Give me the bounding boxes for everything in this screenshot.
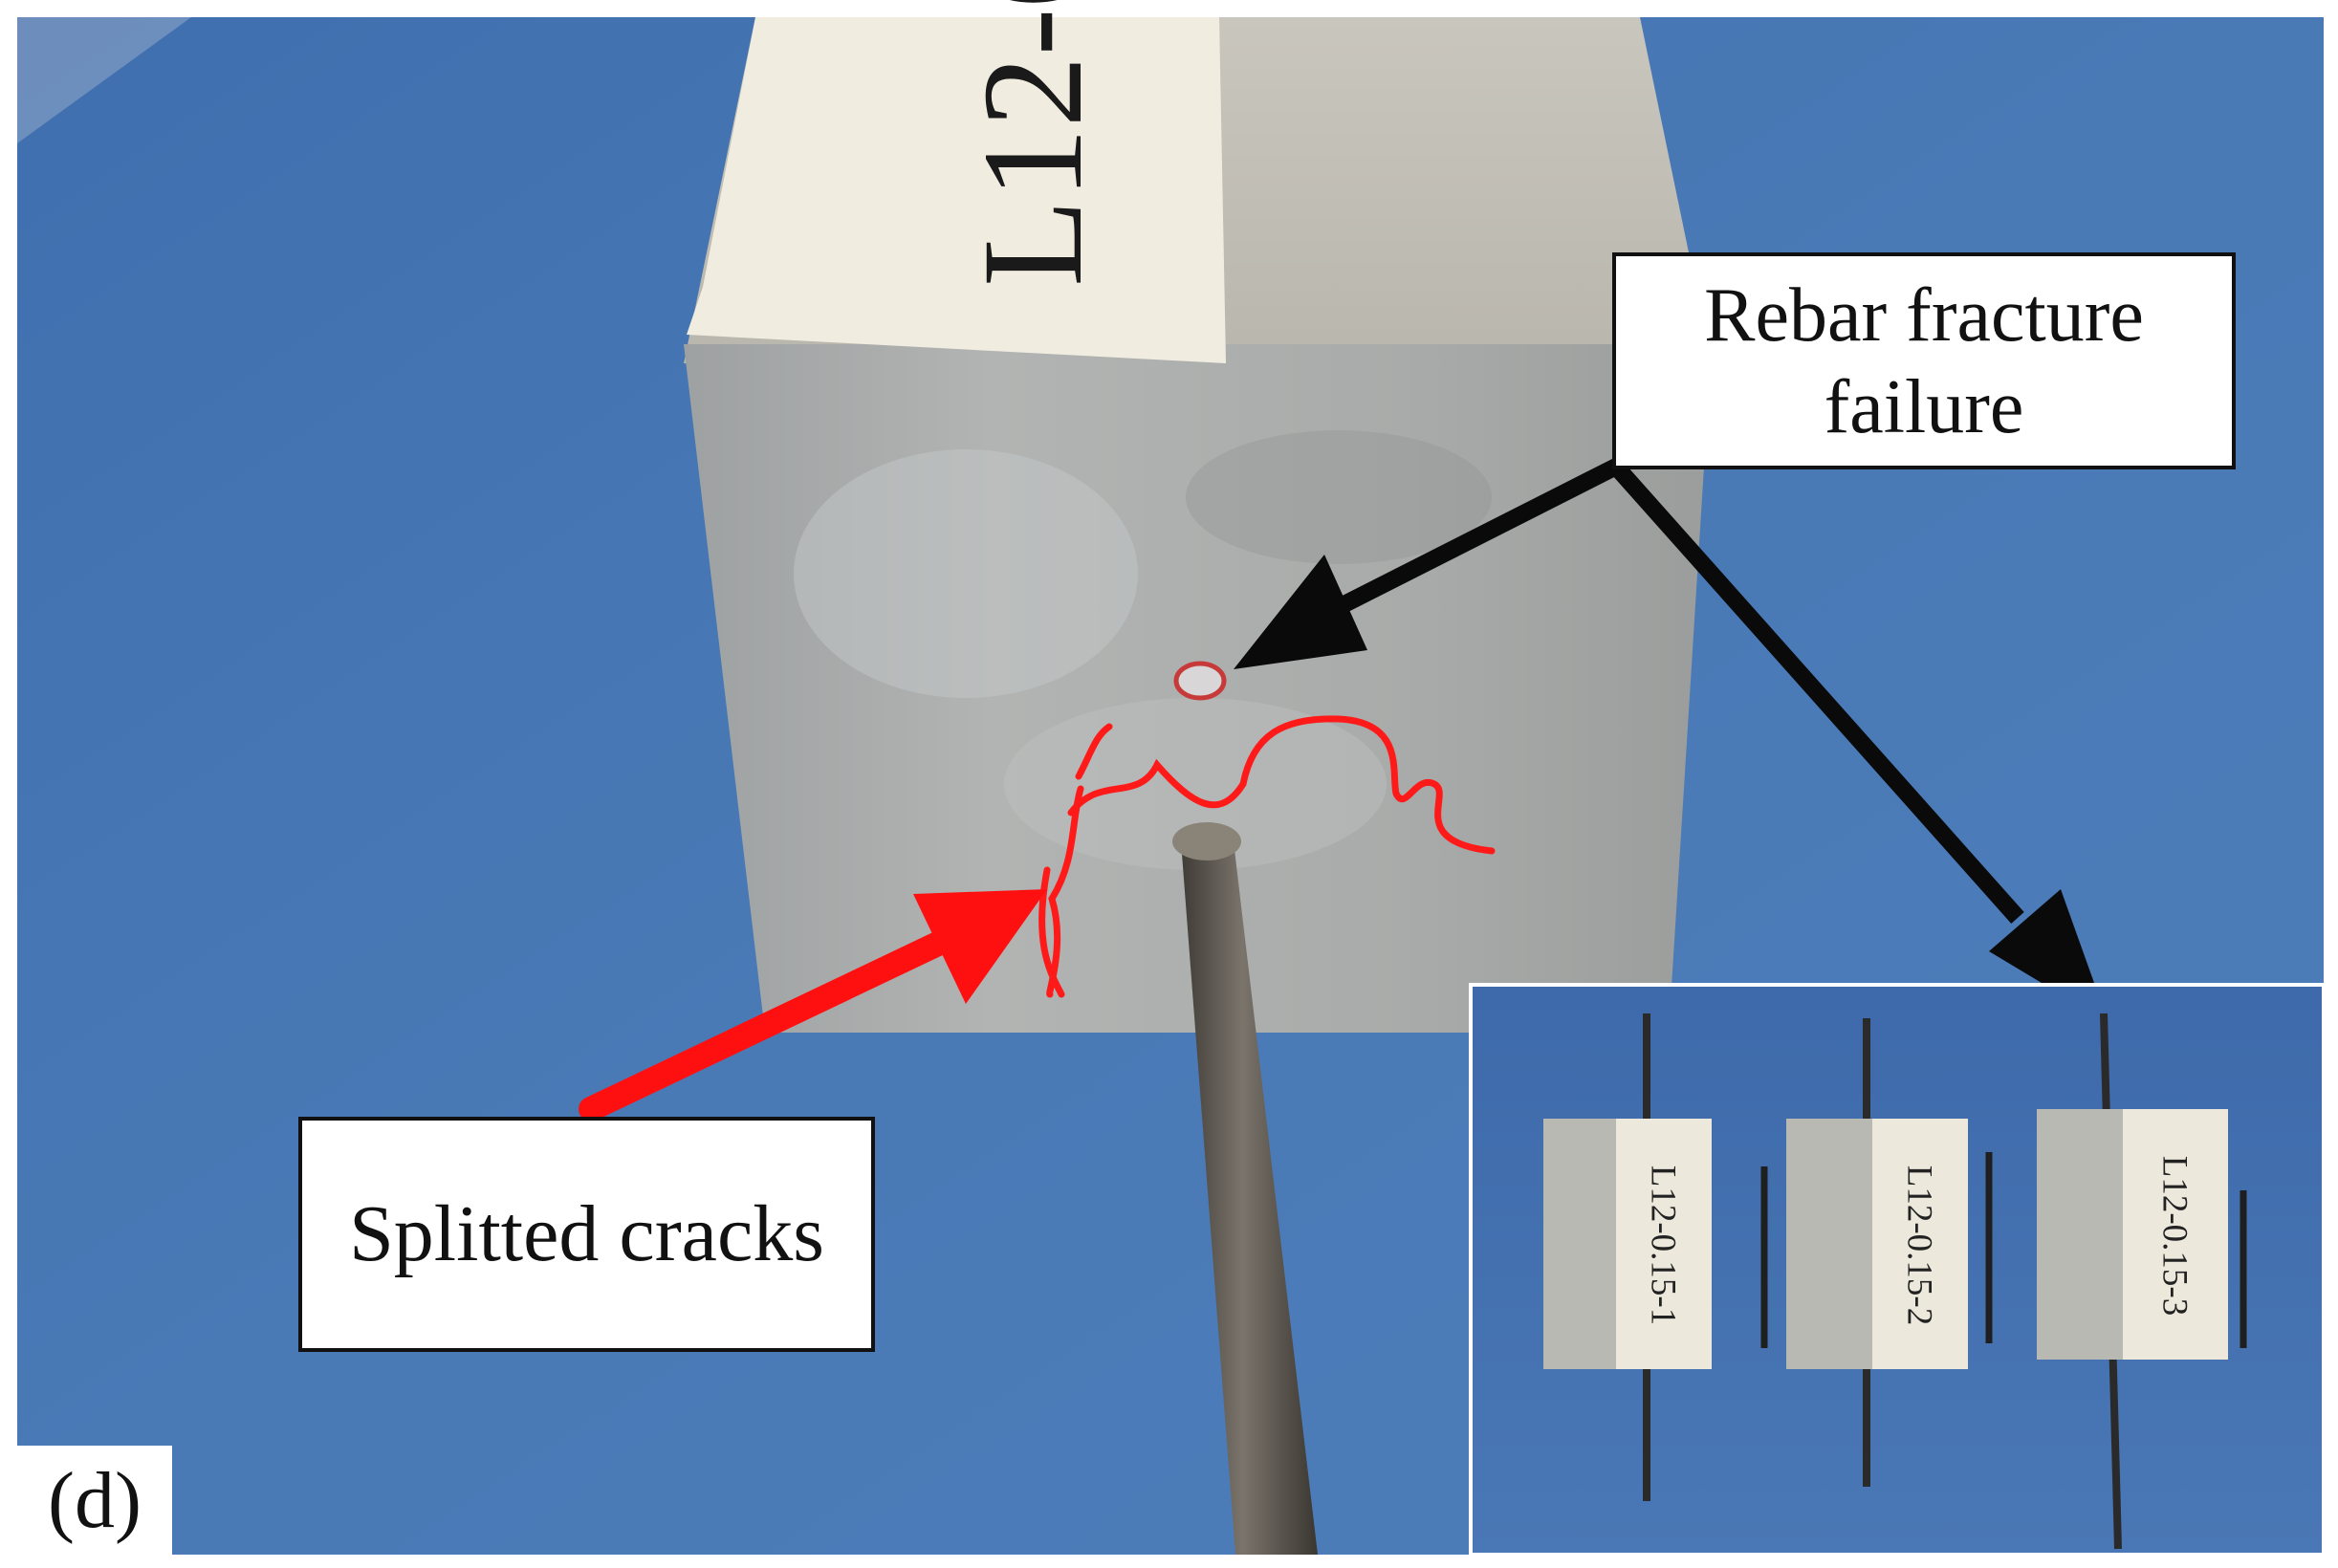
panel-label: (d) bbox=[17, 1446, 172, 1555]
specimen-label-1: L12-0.15-1 bbox=[1643, 1165, 1683, 1326]
black-arrow-shaft bbox=[1324, 458, 1621, 621]
callout-text: Rebar fracture bbox=[1704, 272, 2144, 358]
rebar-fracture-callout: Rebar fracture failure bbox=[1612, 252, 2236, 469]
crack-line bbox=[1046, 785, 1084, 998]
surface-patch bbox=[1186, 430, 1492, 564]
specimen-label-2: L12-0.15-2 bbox=[1899, 1165, 1939, 1326]
block-label-paper bbox=[687, 17, 1226, 363]
red-arrow-head bbox=[913, 889, 1047, 1004]
background-wall bbox=[17, 17, 191, 143]
callout-text: Splitted cracks bbox=[349, 1188, 824, 1278]
black-arrow-shaft bbox=[1609, 461, 2024, 924]
specimen-label-3: L12-0.15-3 bbox=[2154, 1155, 2195, 1317]
red-arrow-shaft bbox=[579, 929, 954, 1122]
callout-text: failure bbox=[1824, 364, 2024, 449]
rebar-fracture-spot bbox=[1173, 661, 1227, 701]
inset-photo bbox=[1469, 983, 2326, 1557]
black-arrow-head bbox=[1234, 555, 1367, 669]
rebar-end bbox=[1172, 822, 1241, 860]
rebar bbox=[1181, 841, 1318, 1555]
surface-patch bbox=[794, 449, 1138, 698]
block-label-text: L12-0 bbox=[953, 0, 1112, 287]
splitted-cracks-callout: Splitted cracks bbox=[298, 1117, 875, 1352]
